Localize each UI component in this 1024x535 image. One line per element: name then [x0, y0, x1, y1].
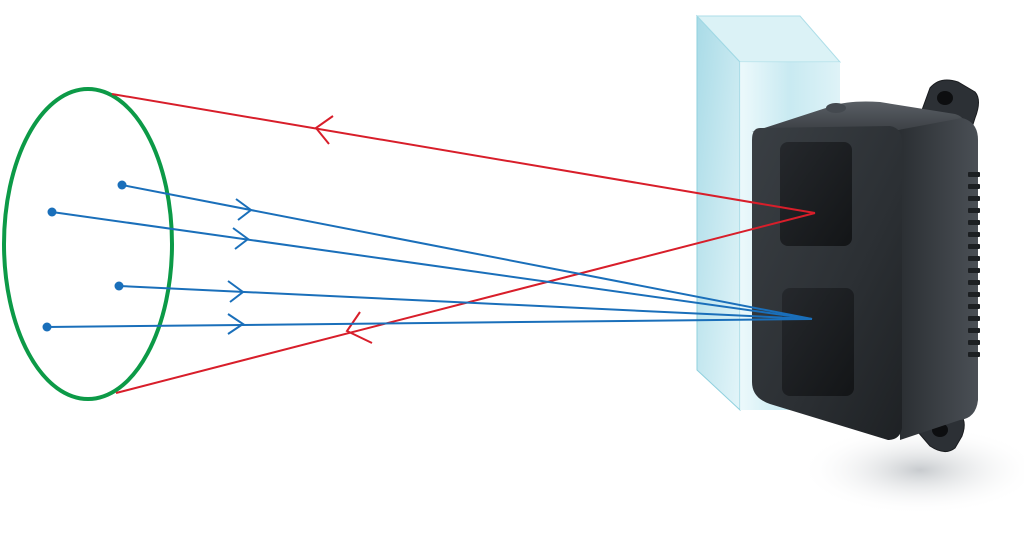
sensor-top-bump	[826, 103, 846, 113]
reflected-ray-4	[46, 318, 813, 328]
reflection-point-2	[47, 207, 57, 217]
emitted-beam-arrow-bottom	[345, 311, 373, 344]
cooling-fins	[968, 172, 980, 357]
sensor-top-face	[752, 101, 964, 132]
reflection-point-4	[42, 322, 52, 332]
field-of-view-ellipse	[2, 87, 174, 401]
reflection-points	[42, 180, 127, 332]
emitted-beam-edge-top	[111, 93, 816, 214]
reflection-point-1	[117, 180, 127, 190]
reflected-ray-arrow-3	[227, 280, 245, 303]
emitted-beam-arrow-top	[314, 115, 334, 145]
reflection-point-3	[114, 281, 124, 291]
emitter-window	[780, 142, 852, 246]
tof-sensor-module	[752, 79, 980, 452]
reflected-ray-1	[121, 184, 813, 320]
reflected-ray-2	[51, 211, 813, 320]
receiver-window	[782, 288, 854, 396]
mounting-hole-top	[937, 91, 953, 105]
reflected-ray-arrow-2	[232, 227, 250, 250]
glass-panel-side	[696, 14, 741, 412]
reflected-ray-arrow-4	[227, 313, 245, 335]
sensor-shadow	[800, 425, 1024, 515]
reflected-ray-3	[118, 285, 813, 320]
reflected-ray-arrow-1	[235, 198, 253, 221]
sensor-side-face	[898, 118, 978, 440]
reflected-rays	[46, 184, 813, 335]
